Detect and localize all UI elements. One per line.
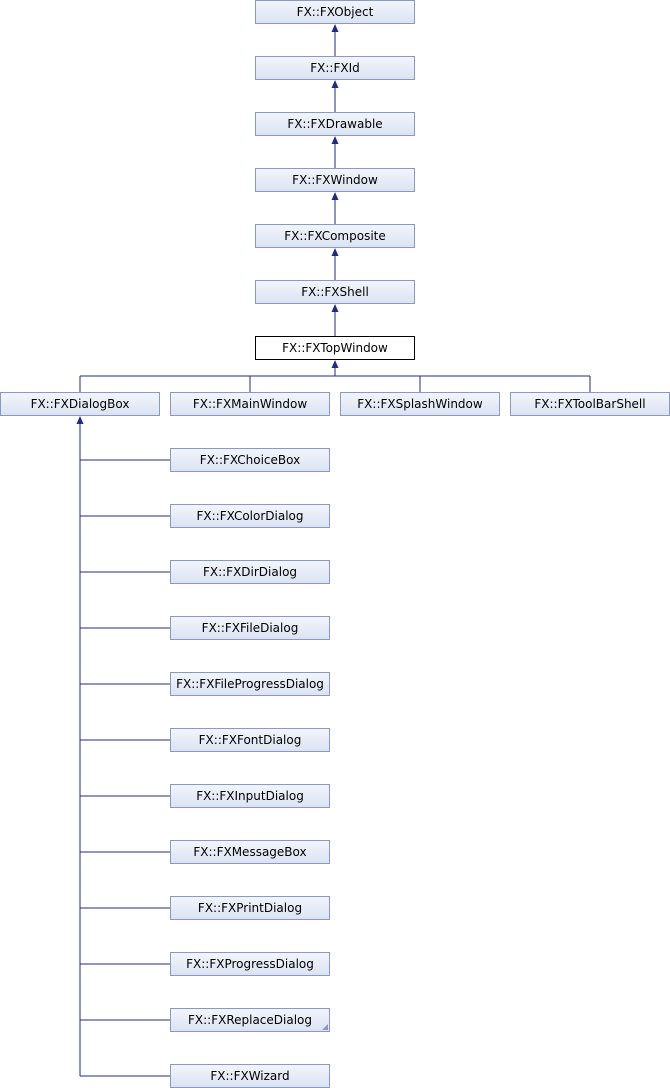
node-fxcolordialog[interactable]: FX::FXColorDialog [170,504,330,528]
inheritance-arrow-icon [331,248,339,256]
node-fxcomposite-label: FX::FXComposite [284,229,386,243]
node-fxcomposite[interactable]: FX::FXComposite [255,224,415,248]
node-fxfiledialog[interactable]: FX::FXFileDialog [170,616,330,640]
node-fxtopwindow-current: FX::FXTopWindow [255,336,415,360]
node-fxid-label: FX::FXId [310,61,360,75]
node-fxprintdialog[interactable]: FX::FXPrintDialog [170,896,330,920]
node-fxfontdialog-label: FX::FXFontDialog [198,733,302,747]
node-fxreplacedialog-label: FX::FXReplaceDialog [187,1013,313,1027]
node-fxprogressdialog-label: FX::FXProgressDialog [186,957,314,971]
inheritance-arrow-icon [331,136,339,144]
node-fxid[interactable]: FX::FXId [255,56,415,80]
inheritance-arrow-icon [76,416,84,424]
node-fxmessagebox[interactable]: FX::FXMessageBox [170,840,330,864]
node-fxfontdialog[interactable]: FX::FXFontDialog [170,728,330,752]
node-fxprogressdialog[interactable]: FX::FXProgressDialog [170,952,330,976]
inheritance-arrow-icon [331,80,339,88]
node-fxtoolbarshell[interactable]: FX::FXToolBarShell [510,392,670,416]
node-fxmessagebox-label: FX::FXMessageBox [193,845,307,859]
inheritance-arrow-icon [331,360,339,368]
node-fxfileprogressdialog-label: FX::FXFileProgressDialog [176,677,324,691]
node-fxinputdialog[interactable]: FX::FXInputDialog [170,784,330,808]
node-fxwindow-label: FX::FXWindow [292,173,378,187]
node-fxtoolbarshell-label: FX::FXToolBarShell [534,397,646,411]
inheritance-arrow-icon [331,192,339,200]
node-fxfiledialog-label: FX::FXFileDialog [201,621,299,635]
node-fxdrawable[interactable]: FX::FXDrawable [255,112,415,136]
node-fxdrawable-label: FX::FXDrawable [287,117,383,131]
node-fxreplacedialog[interactable]: FX::FXReplaceDialog [170,1008,330,1032]
node-fxcolordialog-label: FX::FXColorDialog [196,509,304,523]
node-fxinputdialog-label: FX::FXInputDialog [196,789,304,803]
node-fxsplashwindow-label: FX::FXSplashWindow [357,397,483,411]
node-fxsplashwindow[interactable]: FX::FXSplashWindow [340,392,500,416]
node-fxwizard[interactable]: FX::FXWizard [170,1064,330,1088]
node-fxobject-label: FX::FXObject [296,5,374,19]
node-fxmainwindow-label: FX::FXMainWindow [192,397,308,411]
node-fxfileprogressdialog[interactable]: FX::FXFileProgressDialog [170,672,330,696]
node-fxchoicebox-label: FX::FXChoiceBox [199,453,301,467]
node-fxobject[interactable]: FX::FXObject [255,0,415,24]
node-fxwindow[interactable]: FX::FXWindow [255,168,415,192]
node-fxmainwindow[interactable]: FX::FXMainWindow [170,392,330,416]
node-fxtopwindow-label: FX::FXTopWindow [282,341,388,355]
node-fxwizard-label: FX::FXWizard [210,1069,290,1083]
node-fxshell-label: FX::FXShell [301,285,369,299]
node-fxdirdialog-label: FX::FXDirDialog [202,565,298,579]
node-fxdialogbox-label: FX::FXDialogBox [30,397,130,411]
node-fxdirdialog[interactable]: FX::FXDirDialog [170,560,330,584]
inheritance-arrow-icon [331,24,339,32]
node-fxshell[interactable]: FX::FXShell [255,280,415,304]
node-fxprintdialog-label: FX::FXPrintDialog [197,901,303,915]
node-fxdialogbox[interactable]: FX::FXDialogBox [0,392,160,416]
inheritance-arrow-icon [331,304,339,312]
truncated-node-corner-icon [322,1024,328,1030]
node-fxchoicebox[interactable]: FX::FXChoiceBox [170,448,330,472]
